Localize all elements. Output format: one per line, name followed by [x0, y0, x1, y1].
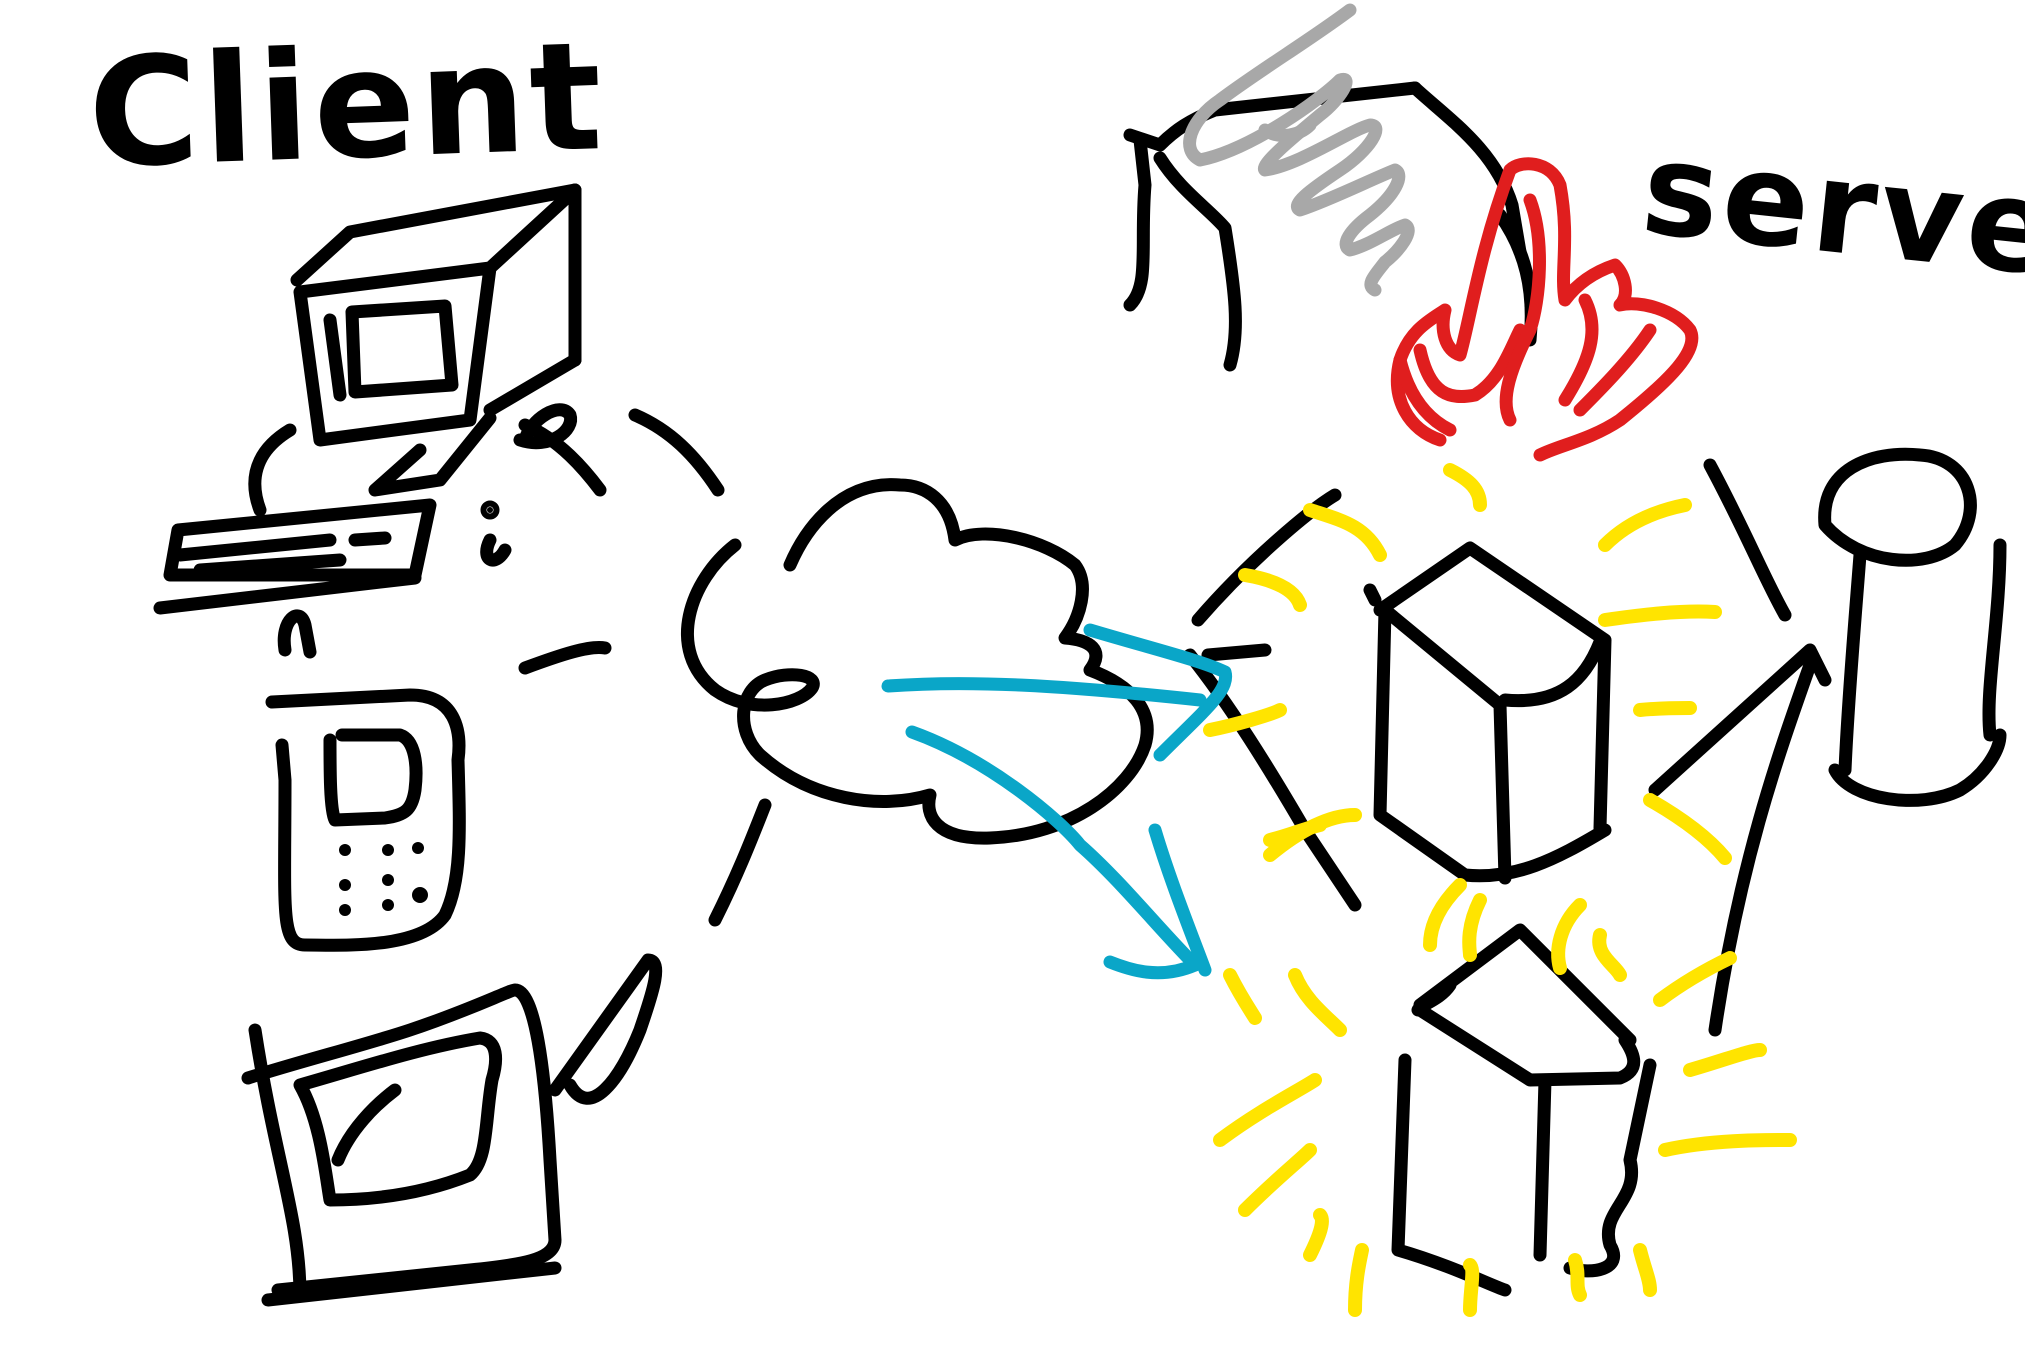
server-network-lines — [1198, 465, 1825, 1030]
database-cylinder-icon — [1825, 454, 2000, 800]
server-box-icon — [1398, 930, 1650, 1290]
client-connection-lines — [525, 415, 765, 920]
client-label: Client — [86, 22, 608, 190]
impact-burst — [1210, 470, 1790, 1310]
server-box-icon — [1370, 548, 1605, 878]
request-arrows — [888, 630, 1226, 973]
cloud-icon — [687, 485, 1147, 838]
desktop-computer-icon — [160, 190, 600, 608]
mobile-phone-icon — [272, 616, 459, 945]
laptop-icon — [248, 960, 656, 1300]
